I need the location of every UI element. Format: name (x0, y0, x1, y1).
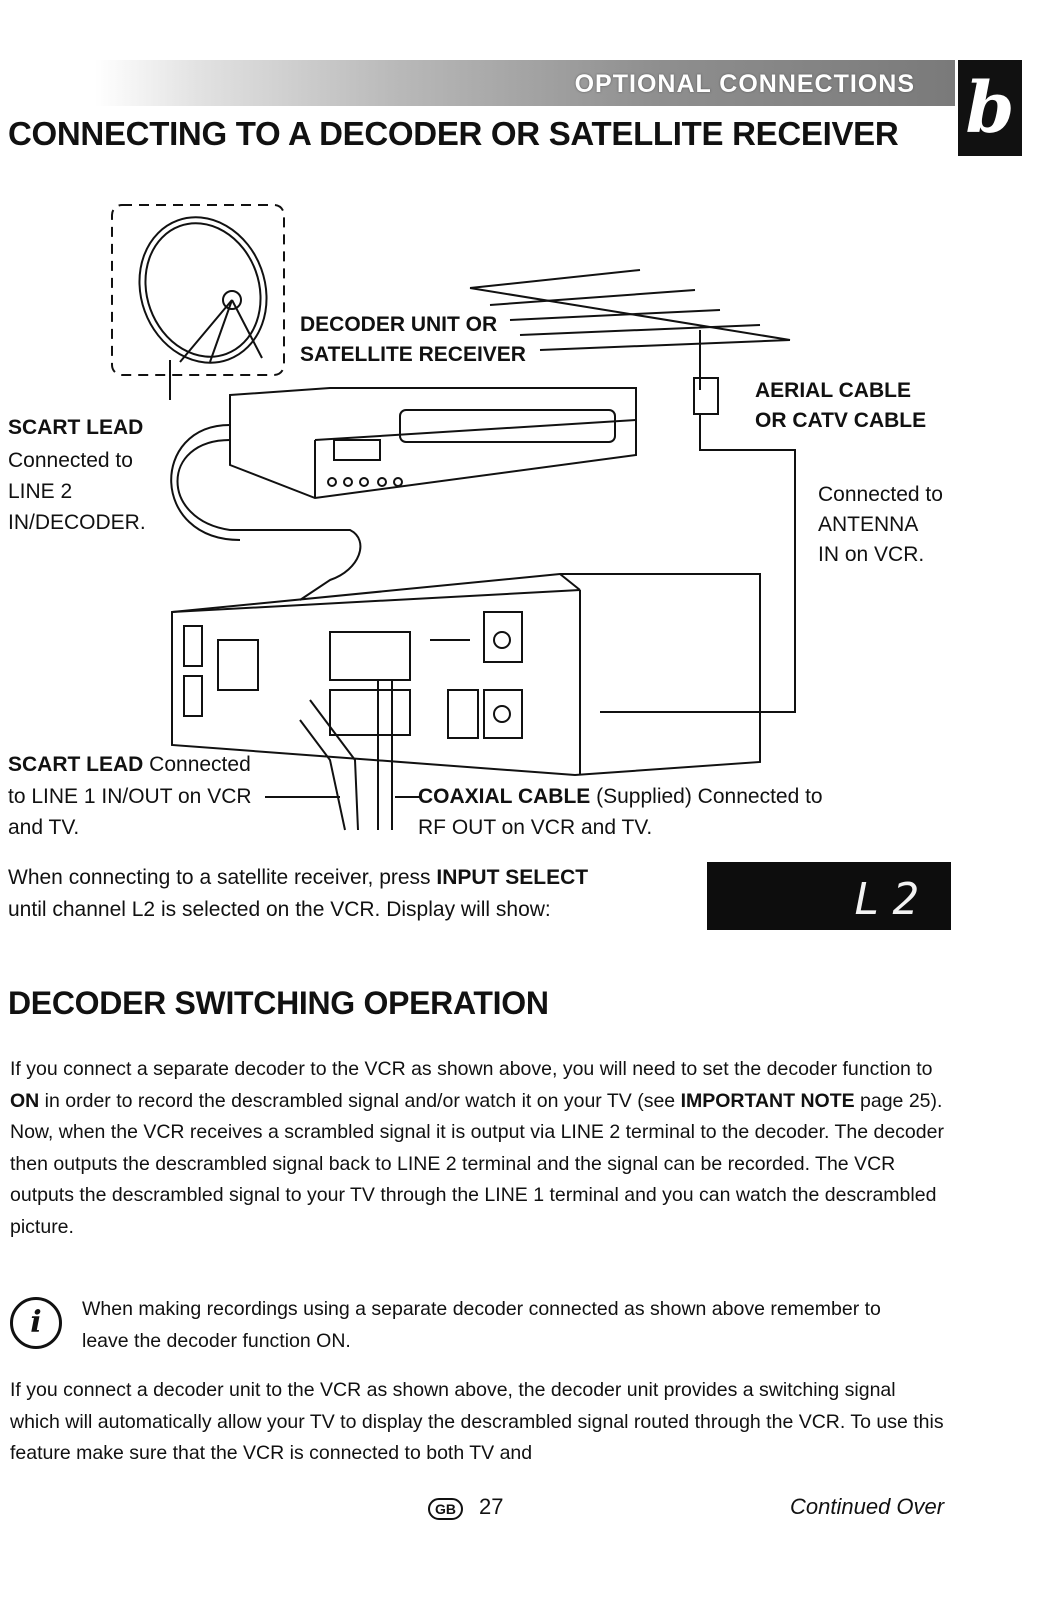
scart-bottom-line2: to LINE 1 IN/OUT on VCR (8, 785, 252, 808)
decoder-unit-icon (229, 387, 637, 500)
aerial-label-line1: AERIAL CABLE (755, 379, 911, 402)
section-title: DECODER SWITCHING OPERATION (8, 985, 549, 1021)
vcr-display: L2 (707, 862, 951, 930)
p1-e: page 25). Now, when the VCR receives a s… (10, 1089, 944, 1238)
antenna-note-line2: ANTENNA (818, 513, 919, 536)
satellite-note-pre: When connecting to a satellite receiver,… (8, 866, 437, 889)
input-select-label: INPUT SELECT (436, 866, 589, 889)
scart-bottom-rest: Connected (143, 753, 251, 776)
p1-on: ON (10, 1089, 40, 1112)
region-badge: GB (428, 1498, 463, 1520)
section-banner-label: OPTIONAL CONNECTIONS (574, 70, 915, 98)
vcr-rear-icon (171, 573, 761, 777)
satellite-dish-icon (138, 216, 268, 400)
connection-diagram (111, 204, 796, 831)
aerial-label-line2: OR CATV CABLE (755, 409, 927, 432)
p1-a: If you connect a separate decoder to the… (10, 1058, 933, 1080)
p1-c: in order to record the descrambled signa… (39, 1089, 681, 1112)
coax-rest: (Supplied) Connected to (590, 785, 823, 808)
info-note: When making recordings using a separate … (82, 1298, 881, 1352)
scart-top-line4: IN/DECODER. (8, 511, 146, 534)
decoder-label-line2: SATELLITE RECEIVER (300, 343, 526, 366)
aerial-antenna-icon (469, 269, 791, 415)
satellite-dish-frame (111, 204, 285, 376)
scart-top-label: SCART LEAD (8, 416, 144, 439)
page-number: 27 (479, 1494, 504, 1519)
paragraph-2: If you connect a decoder unit to the VCR… (10, 1379, 944, 1464)
aerial-cable (600, 414, 796, 713)
info-icon: i (10, 1297, 62, 1349)
decoder-label-line1: DECODER UNIT OR (300, 313, 498, 336)
section-banner: OPTIONAL CONNECTIONS (95, 60, 955, 106)
coax-label: COAXIAL CABLE (418, 785, 591, 808)
satellite-note-line2: until channel L2 is selected on the VCR.… (8, 898, 551, 921)
antenna-note-line1: Connected to (818, 483, 943, 506)
coax-line1: COAXIAL CABLE (Supplied) Connected to (418, 782, 823, 812)
scart-top-line2: Connected to (8, 449, 133, 472)
scart-bottom-label: SCART LEAD (8, 753, 144, 776)
coaxial-cable (377, 639, 470, 830)
scart-lead-top-cable-2 (170, 424, 241, 541)
vcr-display-text: L2 (854, 874, 931, 925)
continued-over: Continued Over (790, 1494, 945, 1519)
scart-bottom-line3: and TV. (8, 816, 80, 839)
paragraph-1: If you connect a separate decoder to the… (10, 1054, 950, 1243)
satellite-note-line1: When connecting to a satellite receiver,… (8, 863, 588, 893)
page-title: CONNECTING TO A DECODER OR SATELLITE REC… (8, 115, 899, 152)
scart-bottom-line1: SCART LEAD Connected (8, 750, 251, 780)
scart-lead-top-cable (176, 439, 362, 601)
coax-line2: RF OUT on VCR and TV. (418, 816, 653, 839)
scart-lead-bottom-cable (299, 699, 359, 831)
scart-top-line3: LINE 2 (8, 480, 73, 503)
antenna-note-line3: IN on VCR. (818, 543, 925, 566)
p1-important-note: IMPORTANT NOTE (680, 1089, 855, 1112)
chapter-tab: b (958, 60, 1022, 156)
